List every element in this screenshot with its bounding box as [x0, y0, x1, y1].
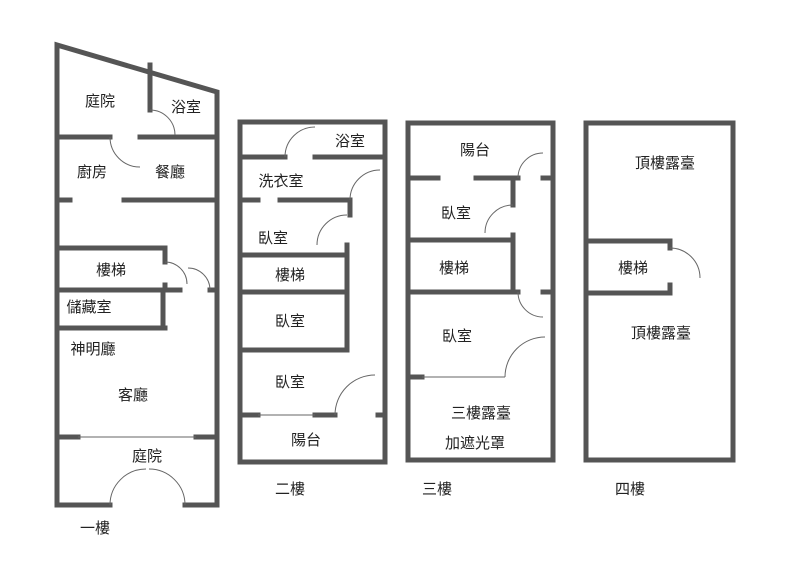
- room-label: 陽台: [291, 431, 321, 449]
- room-label: 洗衣室: [258, 172, 303, 190]
- room-label: 樓梯: [275, 266, 305, 284]
- room-label: 客廳: [118, 386, 148, 404]
- floor2-walls: [237, 119, 388, 465]
- room-label: 餐廳: [155, 163, 185, 181]
- floor-title: 一樓: [80, 519, 110, 537]
- floor4-walls: [583, 120, 736, 463]
- room-label: 臥室: [258, 229, 288, 247]
- room-label: 加遮光罩: [445, 434, 505, 452]
- room-label: 樓梯: [618, 259, 648, 277]
- floor4-labels: 頂樓露臺 樓梯 頂樓露臺 四樓: [615, 154, 695, 498]
- room-label: 頂樓露臺: [631, 324, 691, 342]
- room-label: 儲藏室: [66, 298, 111, 316]
- room-label: 臥室: [442, 327, 472, 345]
- room-label: 樓梯: [439, 259, 469, 277]
- room-label: 臥室: [275, 312, 305, 330]
- floor1-labels: 庭院 浴室 廚房 餐廳 樓梯 儲藏室 神明廳 客廳 庭院 一樓: [66, 92, 201, 537]
- room-label: 樓梯: [96, 261, 126, 279]
- floor3-walls: [405, 120, 556, 463]
- room-label: 三樓露臺: [451, 404, 511, 422]
- room-label: 臥室: [441, 204, 471, 222]
- room-label: 庭院: [132, 447, 162, 465]
- floor3-labels: 陽台 臥室 樓梯 臥室 三樓露臺 加遮光罩 三樓: [422, 141, 511, 498]
- room-label: 臥室: [275, 373, 305, 391]
- room-label: 浴室: [335, 132, 365, 150]
- floor-title: 二樓: [275, 480, 305, 498]
- room-label: 神明廳: [70, 340, 115, 358]
- room-label: 陽台: [460, 141, 490, 159]
- floor1-walls: [54, 41, 220, 508]
- floor-title: 四樓: [615, 480, 645, 498]
- floor2-labels: 浴室 洗衣室 臥室 樓梯 臥室 臥室 陽台 二樓: [258, 132, 365, 498]
- room-label: 廚房: [77, 163, 107, 181]
- room-label: 浴室: [171, 98, 201, 116]
- floor-title: 三樓: [422, 480, 452, 498]
- room-label: 庭院: [85, 92, 115, 110]
- room-label: 頂樓露臺: [635, 154, 695, 172]
